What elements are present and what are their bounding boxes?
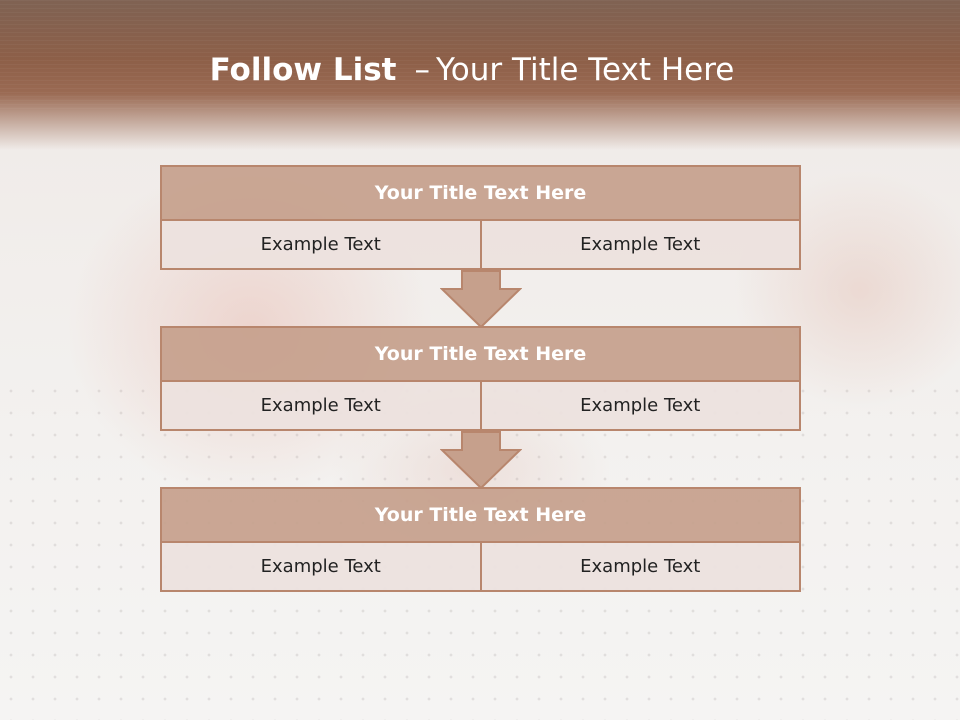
- block-cell-left: Example Text: [160, 382, 482, 431]
- down-arrow-icon: [440, 431, 522, 489]
- block-cell-right: Example Text: [481, 543, 801, 592]
- block-cell-right: Example Text: [481, 382, 801, 431]
- down-arrow-icon: [440, 270, 522, 328]
- list-block-1: Your Title Text Here Example Text Exampl…: [160, 165, 801, 270]
- block-cell-left: Example Text: [160, 221, 482, 270]
- block-row: Example Text Example Text: [160, 221, 801, 270]
- slide-title: Follow List–Your Title Text Here: [0, 52, 944, 88]
- list-block-3: Your Title Text Here Example Text Exampl…: [160, 487, 801, 592]
- slide-title-dash: –: [414, 52, 430, 88]
- list-block-2: Your Title Text Here Example Text Exampl…: [160, 326, 801, 431]
- title-bar: [0, 0, 960, 150]
- title-bar-texture: [0, 0, 960, 110]
- slide-title-bold: Follow List: [209, 52, 397, 88]
- block-title: Your Title Text Here: [160, 487, 801, 543]
- block-row: Example Text Example Text: [160, 543, 801, 592]
- block-cell-right: Example Text: [481, 221, 801, 270]
- block-title: Your Title Text Here: [160, 326, 801, 382]
- block-title: Your Title Text Here: [160, 165, 801, 221]
- slide-title-rest: Your Title Text Here: [435, 52, 735, 88]
- block-row: Example Text Example Text: [160, 382, 801, 431]
- block-cell-left: Example Text: [160, 543, 482, 592]
